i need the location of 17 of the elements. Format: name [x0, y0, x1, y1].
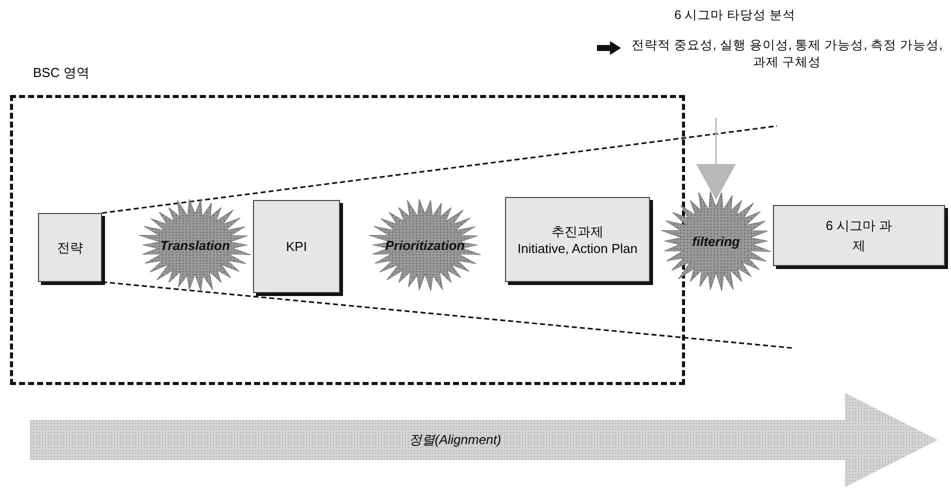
process-box [505, 197, 650, 282]
region-heading: BSC 영역 [33, 64, 90, 82]
criteria-text: 전략적 중요성, 실행 용이성, 통제 가능성, 측정 가능성, 과제 구체성 [630, 37, 944, 71]
starburst-label: Translation [160, 238, 230, 252]
process-box [773, 205, 945, 266]
analysis-heading: 6 시그마 타당성 분석 [673, 7, 797, 24]
starburst-label: filtering [692, 234, 740, 248]
box-title: 6 시그마 과제 [824, 217, 894, 254]
box-title: 전략 [57, 238, 83, 257]
starburst-label: Prioritization [385, 238, 465, 252]
process-box [253, 200, 340, 293]
box-subtitle: Initiative, Action Plan [518, 241, 638, 258]
box-title: 추진과제 [552, 222, 604, 241]
process-box [38, 213, 102, 282]
block-arrow [696, 118, 736, 200]
arrow-label: 정렬(Alignment) [408, 431, 502, 449]
box-title: KPI [286, 238, 307, 256]
